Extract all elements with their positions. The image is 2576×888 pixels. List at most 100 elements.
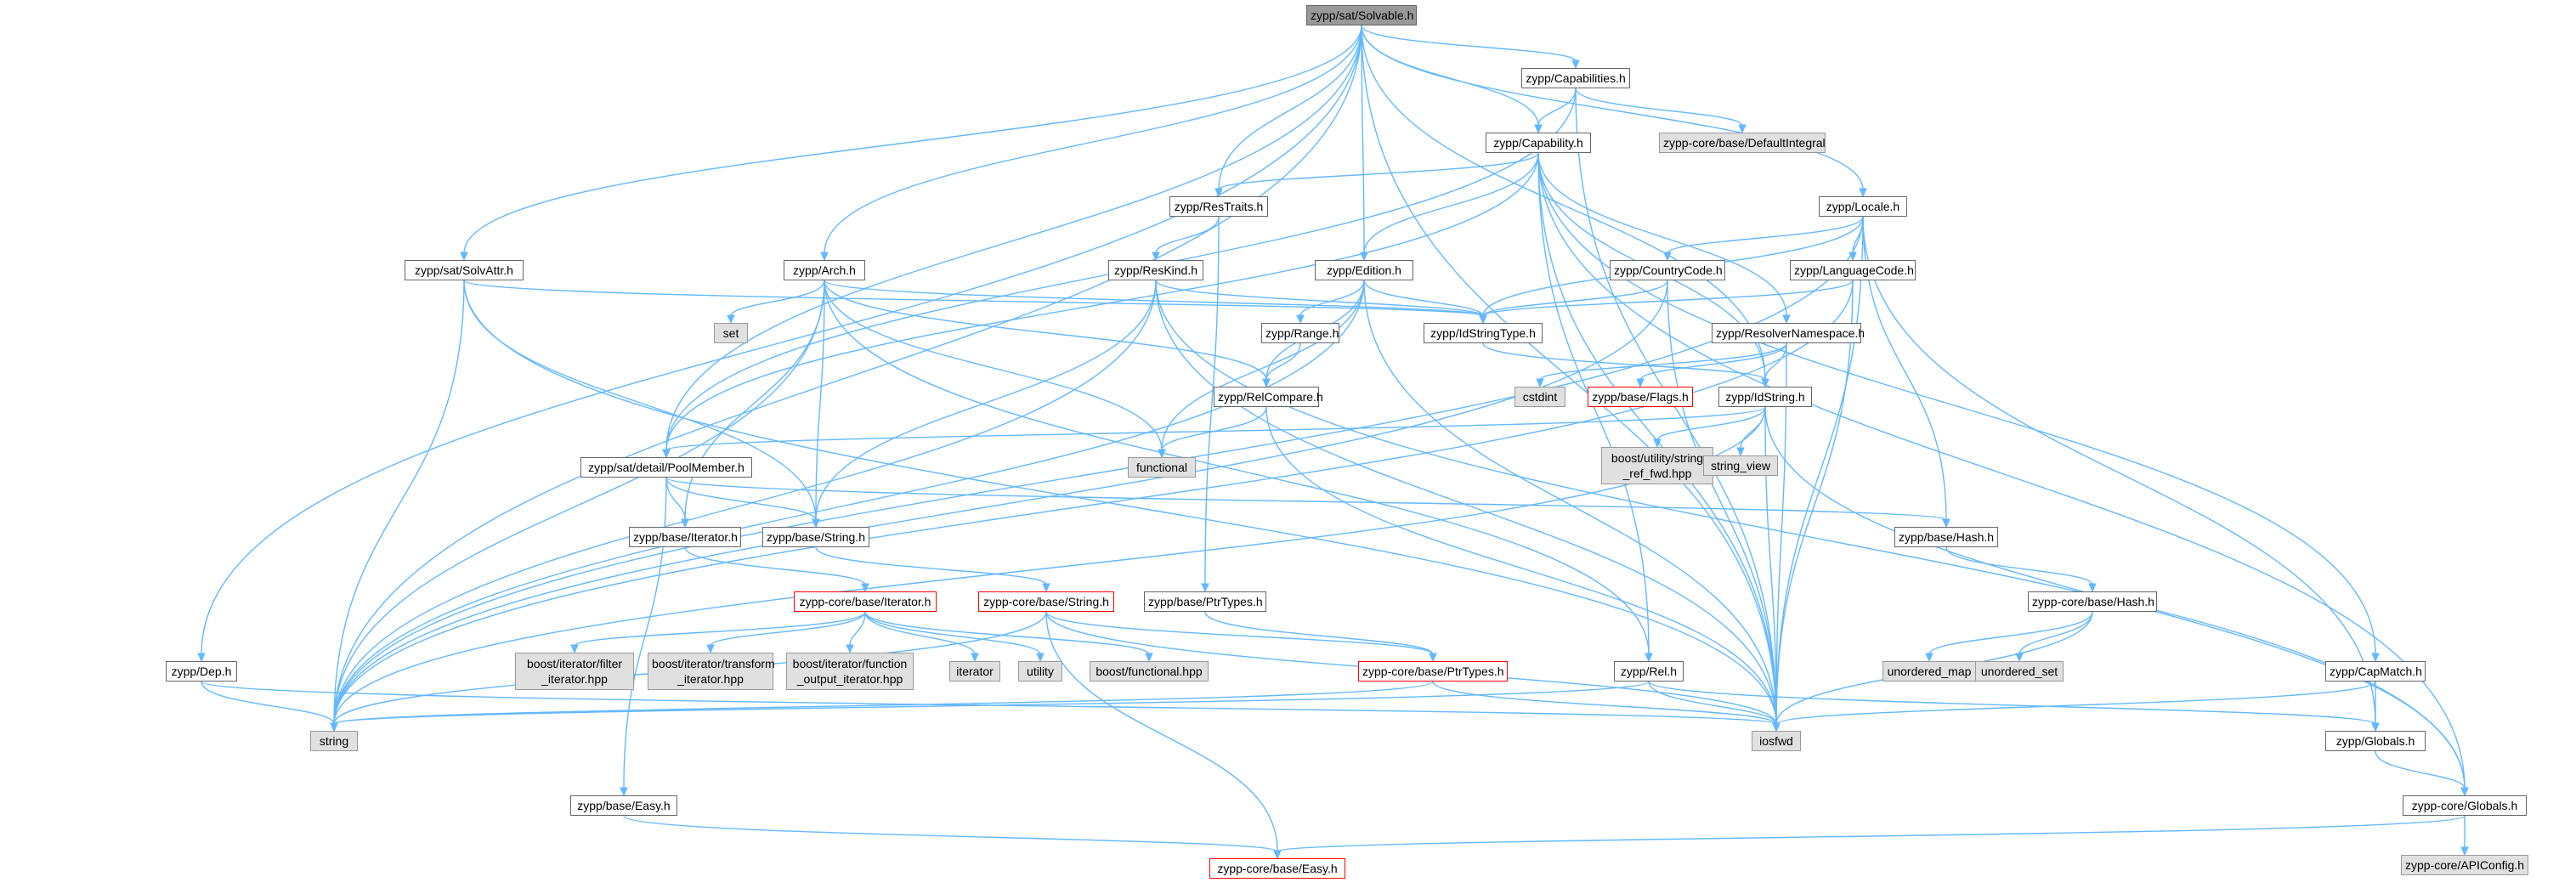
edge-arrowhead bbox=[1782, 314, 1791, 325]
node-basehash[interactable]: zypp/base/Hash.h bbox=[1894, 527, 1998, 547]
edge-coreptrtypes-to-iosfwd bbox=[1432, 681, 1777, 725]
edge-locale-to-string bbox=[333, 216, 1864, 725]
edge-reskind-to-iosfwd bbox=[1155, 280, 1777, 725]
edge-arrowhead bbox=[812, 518, 820, 529]
edge-arrowhead bbox=[1479, 314, 1487, 325]
node-idstringtype[interactable]: zypp/IdStringType.h bbox=[1424, 323, 1543, 343]
node-corehash[interactable]: zypp-core/base/Hash.h bbox=[2028, 591, 2157, 612]
node-capmatch[interactable]: zypp/CapMatch.h bbox=[2325, 661, 2426, 682]
edge-arrowhead bbox=[1145, 653, 1153, 663]
node-boostfunctional[interactable]: boost/functional.hpp bbox=[1090, 661, 1209, 682]
edge-coreiterator-to-boostfunction bbox=[849, 611, 866, 647]
node-dep[interactable]: zypp/Dep.h bbox=[166, 661, 237, 682]
edge-edition-to-functional bbox=[1161, 280, 1365, 451]
edge-baseeasy-to-coreeasy bbox=[623, 815, 1278, 852]
edge-corehash-to-unorderedmap bbox=[1928, 611, 2093, 655]
edge-arch-to-basestring bbox=[815, 280, 825, 521]
edge-globals-to-coreglobals bbox=[2375, 750, 2466, 789]
node-solvable[interactable]: zypp/sat/Solvable.h bbox=[1306, 5, 1417, 25]
edge-capability-to-capmatch bbox=[1537, 152, 2376, 655]
node-defaultintegral[interactable]: zypp-core/base/DefaultIntegral bbox=[1659, 133, 1826, 153]
node-languagecode[interactable]: zypp/LanguageCode.h bbox=[1790, 260, 1916, 280]
edge-arch-to-set bbox=[730, 280, 825, 317]
node-corestring[interactable]: zypp-core/base/String.h bbox=[978, 591, 1114, 612]
node-ptrtypes[interactable]: zypp/base/PtrTypes.h bbox=[1144, 591, 1266, 612]
edge-relcompare-to-functional bbox=[1161, 406, 1267, 451]
node-string[interactable]: string bbox=[310, 731, 358, 751]
edge-resolvernamespace-to-iosfwd bbox=[1775, 342, 1787, 725]
node-basestring[interactable]: zypp/base/String.h bbox=[762, 527, 869, 547]
edge-ptrtypes-to-coreptrtypes bbox=[1204, 611, 1434, 655]
edge-arrowhead bbox=[706, 644, 715, 654]
node-restraits[interactable]: zypp/ResTraits.h bbox=[1169, 196, 1268, 217]
node-boostutil[interactable]: boost/utility/string_ref_fwd.hpp bbox=[1601, 447, 1713, 484]
node-boosttransform[interactable]: boost/iterator/transform_iterator.hpp bbox=[648, 653, 775, 690]
edge-arrowhead bbox=[971, 653, 979, 663]
edge-idstringtype-to-idstring bbox=[1482, 342, 1766, 381]
node-coreglobals[interactable]: zypp-core/Globals.h bbox=[2403, 795, 2527, 816]
edge-countrycode-to-idstringtype bbox=[1482, 280, 1668, 317]
node-boostfilter[interactable]: boost/iterator/filter_iterator.hpp bbox=[515, 653, 634, 690]
edge-arrowhead bbox=[1262, 378, 1271, 388]
edge-reskind-to-string bbox=[333, 280, 1157, 725]
edge-rel-to-iosfwd bbox=[1648, 681, 1777, 725]
node-coreiterator[interactable]: zypp-core/base/Iterator.h bbox=[794, 591, 937, 612]
edge-solvattr-to-basestring bbox=[463, 280, 817, 521]
node-relcompare[interactable]: zypp/RelCompare.h bbox=[1214, 387, 1323, 407]
edge-edition-to-range bbox=[1299, 280, 1365, 317]
node-locale[interactable]: zypp/Locale.h bbox=[1819, 196, 1907, 217]
edge-rel-to-globals bbox=[1648, 681, 2376, 725]
node-capability[interactable]: zypp/Capability.h bbox=[1486, 133, 1591, 153]
node-unorderedmap[interactable]: unordered_map bbox=[1882, 661, 1976, 682]
edge-resolvernamespace-to-idstring bbox=[1764, 342, 1787, 381]
edge-coreiterator-to-boosttransform bbox=[710, 611, 866, 647]
edge-coreiterator-to-utility bbox=[864, 611, 1041, 655]
node-set[interactable]: set bbox=[714, 323, 748, 343]
node-reskind[interactable]: zypp/ResKind.h bbox=[1108, 260, 1203, 280]
edge-solvable-to-solvattr bbox=[463, 25, 1362, 254]
node-idstring[interactable]: zypp/IdString.h bbox=[1718, 387, 1812, 407]
edge-arrowhead bbox=[662, 449, 671, 459]
node-solvattr[interactable]: zypp/sat/SolvAttr.h bbox=[405, 260, 524, 280]
node-utility[interactable]: utility bbox=[1018, 661, 1062, 682]
node-coreeasy[interactable]: zypp-core/base/Easy.h bbox=[1209, 858, 1345, 879]
edge-locale-to-countrycode bbox=[1667, 216, 1864, 254]
node-resolvernamespace[interactable]: zypp/ResolverNamespace.h bbox=[1712, 323, 1865, 343]
edge-arrowhead bbox=[1736, 447, 1745, 457]
node-apiconfig[interactable]: zypp-core/APIConfig.h bbox=[2401, 855, 2528, 875]
node-countrycode[interactable]: zypp/CountryCode.h bbox=[1610, 260, 1725, 280]
edge-corehash-to-unorderedset bbox=[2018, 611, 2093, 655]
edge-arrowhead bbox=[620, 787, 628, 797]
node-iterator[interactable]: iterator bbox=[949, 661, 1000, 682]
node-unorderedset[interactable]: unordered_set bbox=[1975, 661, 2064, 682]
node-arch[interactable]: zypp/Arch.h bbox=[784, 260, 865, 280]
node-globals[interactable]: zypp/Globals.h bbox=[2325, 731, 2426, 751]
edge-arrowhead bbox=[1296, 314, 1305, 325]
edge-idstring-to-poolmember bbox=[665, 406, 1766, 451]
node-range[interactable]: zypp/Range.h bbox=[1261, 323, 1339, 343]
edge-arrowhead bbox=[1761, 378, 1769, 388]
node-stringview[interactable]: string_view bbox=[1703, 455, 1778, 476]
node-baseiterator[interactable]: zypp/base/Iterator.h bbox=[629, 527, 741, 547]
node-poolmember[interactable]: zypp/sat/detail/PoolMember.h bbox=[580, 457, 752, 478]
node-baseeasy[interactable]: zypp/base/Easy.h bbox=[570, 795, 677, 816]
edge-corestring-to-coreptrtypes bbox=[1045, 611, 1434, 655]
node-coreptrtypes[interactable]: zypp-core/base/PtrTypes.h bbox=[1358, 661, 1508, 682]
edge-arrowhead bbox=[2371, 722, 2380, 732]
node-functional[interactable]: functional bbox=[1128, 457, 1196, 478]
node-rel[interactable]: zypp/Rel.h bbox=[1614, 661, 1684, 682]
node-edition[interactable]: zypp/Edition.h bbox=[1315, 260, 1413, 280]
edge-arrowhead bbox=[1942, 518, 1950, 529]
edge-arrowhead bbox=[820, 252, 829, 262]
node-cstdint[interactable]: cstdint bbox=[1514, 387, 1565, 407]
edge-coreiterator-to-boostfilter bbox=[574, 611, 866, 647]
edge-locale-to-iosfwd bbox=[1775, 216, 1864, 725]
node-iosfwd[interactable]: iosfwd bbox=[1752, 731, 1801, 751]
node-boostfunction[interactable]: boost/iterator/function_output_iterator.… bbox=[786, 653, 914, 690]
node-flags[interactable]: zypp/base/Flags.h bbox=[1588, 387, 1693, 407]
edge-coreiterator-to-boostfunctional bbox=[864, 611, 1150, 655]
edge-arrowhead bbox=[1772, 722, 1781, 732]
edge-arrowhead bbox=[861, 583, 869, 593]
node-capabilities[interactable]: zypp/Capabilities.h bbox=[1521, 68, 1630, 88]
